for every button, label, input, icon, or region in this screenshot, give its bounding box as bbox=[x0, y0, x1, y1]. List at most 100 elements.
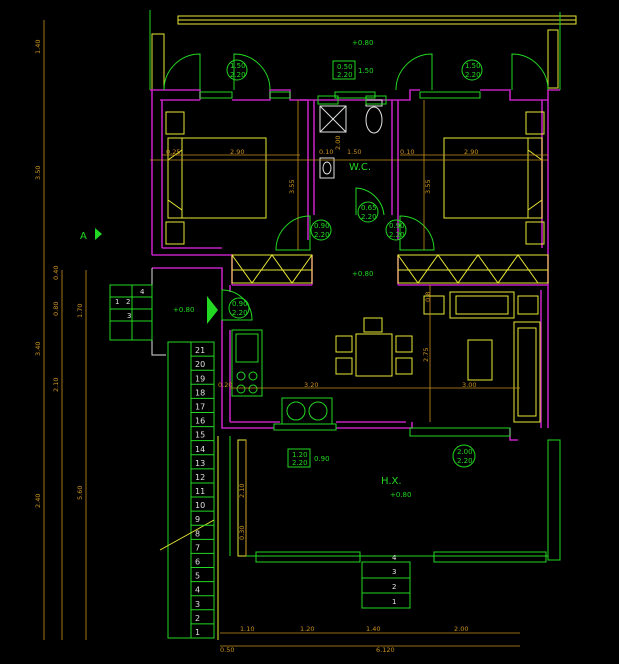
dining-table bbox=[335, 317, 413, 377]
stair-step-number: 2 bbox=[195, 614, 200, 623]
stair-step-number: 7 bbox=[195, 543, 200, 552]
dim-bottom-2: 1.20 bbox=[300, 625, 314, 633]
stair-step-number: 17 bbox=[195, 402, 205, 411]
entry-area bbox=[109, 284, 253, 341]
stair-step-number: 20 bbox=[195, 360, 205, 369]
stair-step-number: 13 bbox=[195, 459, 205, 468]
room-label-hall: H.X. bbox=[381, 476, 402, 487]
dim-left-outer-1: 1.40 bbox=[34, 40, 42, 54]
labels: W.C. H.X. +0.80 +0.80 +0.80 +0.80 1.50 2… bbox=[34, 39, 483, 654]
tag-win-left-2: 2.20 bbox=[230, 71, 246, 79]
dim-left-mid-2: 0.80 bbox=[52, 302, 60, 316]
dim-hall-small: 0.30 bbox=[238, 526, 246, 540]
section-mark: A bbox=[80, 231, 87, 242]
front-stair-number: 4 bbox=[392, 554, 397, 562]
tag-hall-door-2: 2.20 bbox=[457, 457, 473, 465]
stair-step-number: 5 bbox=[195, 572, 200, 581]
dim-bed-h-left: 3.55 bbox=[288, 180, 296, 194]
tag-kitchen-win-side: 0.90 bbox=[314, 455, 330, 463]
front-stair-number: 3 bbox=[392, 568, 396, 576]
hall-terrace bbox=[217, 427, 561, 640]
tag-win-left-1: 1.50 bbox=[230, 62, 246, 70]
dim-bottom-1: 1.10 bbox=[240, 625, 254, 633]
stair-step-number: 12 bbox=[195, 473, 205, 482]
dim-hall-h: 2.10 bbox=[238, 484, 246, 498]
stair-step-number: 4 bbox=[195, 586, 200, 595]
dim-left-outer-3: 3.40 bbox=[34, 342, 42, 356]
tag-wc-door-1: 0.65 bbox=[361, 204, 377, 212]
dim-left-inner-1: 1.70 bbox=[76, 304, 84, 318]
dim-bed-left-small: 0.25 bbox=[166, 148, 180, 156]
tag-win-right-1: 1.50 bbox=[465, 62, 481, 70]
small-stair-number: 4 bbox=[140, 288, 145, 296]
tag-door-left-2: 2.20 bbox=[314, 231, 330, 239]
tag-win-center-1: 0.50 bbox=[337, 63, 353, 71]
stair-step-number: 11 bbox=[195, 487, 205, 496]
tag-kitchen-win-2: 2.20 bbox=[292, 459, 308, 467]
dim-bottom-3: 1.40 bbox=[366, 625, 380, 633]
tag-win-center-side: 1.50 bbox=[358, 67, 374, 75]
dim-bed-right-w: 2.90 bbox=[464, 148, 478, 156]
tag-kitchen-win-1: 1.20 bbox=[292, 451, 308, 459]
dim-living-w: 3.00 bbox=[462, 381, 476, 389]
stair-step-number: 1 bbox=[195, 628, 200, 637]
dim-living-h: 2.75 bbox=[422, 348, 430, 362]
main-stair bbox=[159, 341, 215, 639]
tag-win-center-2: 2.20 bbox=[337, 71, 353, 79]
dim-bottom-small: 0.50 bbox=[220, 646, 234, 654]
dim-left-mid-3: 2.10 bbox=[52, 378, 60, 392]
dim-bottom-total: 6.120 bbox=[376, 646, 395, 654]
stair-step-number: 8 bbox=[195, 529, 200, 538]
elevation-hall: +0.80 bbox=[390, 491, 411, 499]
small-stair-number: 2 bbox=[126, 298, 130, 306]
dim-wc-small-r: 0.10 bbox=[400, 148, 414, 156]
stair-step-number: 18 bbox=[195, 388, 205, 397]
bedroom-right bbox=[443, 111, 545, 245]
dim-kitchen-w: 3.20 bbox=[304, 381, 318, 389]
tag-door-left-1: 0.90 bbox=[314, 222, 330, 230]
small-stair-number: 1 bbox=[115, 298, 119, 306]
stair-step-number: 10 bbox=[195, 501, 205, 510]
dimension-lines bbox=[43, 20, 548, 647]
stair-step-number: 19 bbox=[195, 374, 205, 383]
dim-small-a: 0.8 bbox=[424, 292, 432, 302]
dim-left-mid-1: 0.40 bbox=[52, 266, 60, 280]
kitchen bbox=[231, 329, 337, 431]
dim-left-inner-2: 5.60 bbox=[76, 486, 84, 500]
walls bbox=[150, 89, 560, 441]
balcony-top bbox=[149, 10, 577, 91]
tag-wc-door-2: 2.20 bbox=[361, 213, 377, 221]
tag-win-right-2: 2.20 bbox=[465, 71, 481, 79]
tag-door-right-1: 0.90 bbox=[389, 222, 405, 230]
stair-step-number: 21 bbox=[195, 346, 205, 355]
tag-entry-door-2: 2.20 bbox=[232, 309, 248, 317]
dim-kitchen-small: 0.20 bbox=[218, 381, 232, 389]
room-label-wc: W.C. bbox=[349, 162, 371, 173]
wardrobes bbox=[231, 254, 549, 284]
stair-step-number: 14 bbox=[195, 445, 205, 454]
windows-top bbox=[163, 53, 549, 99]
front-stair-number: 2 bbox=[392, 583, 396, 591]
dim-wc-h: 2.00 bbox=[334, 136, 342, 150]
elevation-center: +0.80 bbox=[352, 270, 373, 278]
stair-step-number: 9 bbox=[195, 515, 200, 524]
dim-left-outer-2: 3.50 bbox=[34, 166, 42, 180]
dim-bed-h-right: 3.55 bbox=[424, 180, 432, 194]
small-stair-number: 3 bbox=[127, 312, 131, 320]
living-furniture bbox=[423, 291, 541, 423]
stair-step-number: 16 bbox=[195, 417, 205, 426]
tag-hall-door-1: 2.00 bbox=[457, 448, 473, 456]
front-stair bbox=[361, 561, 411, 609]
tag-entry-door-1: 0.90 bbox=[232, 300, 248, 308]
dim-bed-left-w: 2.90 bbox=[230, 148, 244, 156]
dim-left-outer-4: 2.40 bbox=[34, 494, 42, 508]
bedroom-doors bbox=[275, 215, 435, 251]
stair-step-number: 15 bbox=[195, 431, 205, 440]
stair-step-number: 3 bbox=[195, 600, 200, 609]
dim-wc-w: 1.50 bbox=[347, 148, 361, 156]
stair-step-number: 6 bbox=[195, 558, 200, 567]
